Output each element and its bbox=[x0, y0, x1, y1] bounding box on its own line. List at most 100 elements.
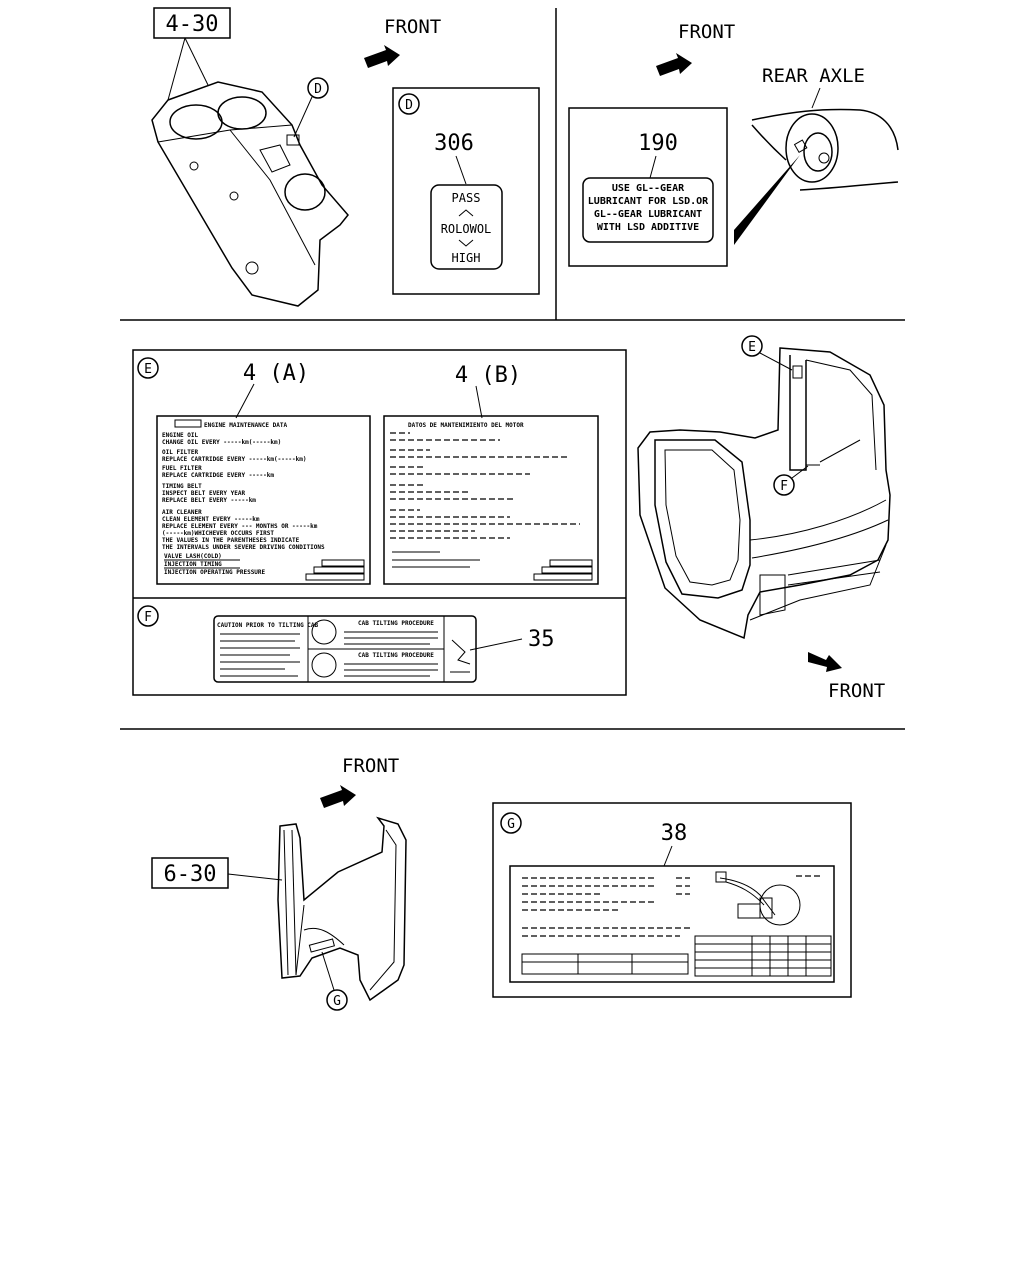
panel-cab-pillar: FRONT 6-30 G G 38 bbox=[151, 755, 852, 1011]
svg-text:CAB TILTING PROCEDURE: CAB TILTING PROCEDURE bbox=[358, 652, 434, 659]
leader-306 bbox=[455, 155, 467, 185]
svg-text:INJECTION OPERATING PRESSURE: INJECTION OPERATING PRESSURE bbox=[164, 569, 266, 576]
cab-callout-e: E bbox=[748, 340, 756, 355]
switch-decal bbox=[430, 184, 503, 270]
svg-text:REPLACE ELEMENT EVERY --- MONT: REPLACE ELEMENT EVERY --- MONTHS OR ----… bbox=[162, 523, 318, 530]
detail-callout-f: F bbox=[144, 610, 152, 625]
part-ref-4-30: 4-30 bbox=[166, 12, 219, 37]
front-arrow-1 bbox=[364, 45, 400, 68]
switch-bore-left bbox=[169, 104, 223, 140]
g-label-decal bbox=[509, 865, 835, 983]
leader-rear-axle bbox=[811, 87, 821, 109]
front-label-3: FRONT bbox=[828, 680, 885, 702]
detail-box-ef bbox=[132, 349, 627, 696]
gear-oil-line-4: WITH LSD ADDITIVE bbox=[597, 222, 699, 233]
svg-text:OIL FILTER: OIL FILTER bbox=[162, 449, 199, 456]
panel-rear-axle: FRONT REAR AXLE 190 USE GL--GEAR LUBRICA… bbox=[568, 21, 899, 267]
leader-4-30b bbox=[184, 37, 209, 86]
svg-text:(-----km)WHICHEVER OCCURS FIRS: (-----km)WHICHEVER OCCURS FIRST bbox=[162, 530, 274, 537]
leader-38 bbox=[663, 845, 673, 867]
axle-housing-upper bbox=[751, 108, 899, 151]
svg-text:THE VALUES IN THE PARENTHESES: THE VALUES IN THE PARENTHESES INDICATE bbox=[162, 537, 300, 544]
pillar-label-spot-g bbox=[308, 938, 335, 953]
part-35: 35 bbox=[528, 627, 555, 652]
gear-oil-decal bbox=[582, 177, 714, 243]
axle-pointer bbox=[734, 155, 800, 245]
detail-callout-g: G bbox=[507, 817, 515, 832]
gear-oil-line-2: LUBRICANT FOR LSD.OR bbox=[588, 196, 709, 207]
svg-text:VALVE LASH(COLD): VALVE LASH(COLD) bbox=[164, 553, 222, 560]
panel-combination-switch: 4-30 FRONT D D 306 PASS ROLOWOL HIGH bbox=[151, 7, 540, 307]
decal-pass: PASS bbox=[452, 191, 481, 205]
switch-knob bbox=[284, 173, 326, 211]
axle-plug bbox=[818, 152, 830, 164]
cab-label-spot-e bbox=[792, 365, 803, 379]
svg-text:CAB TILTING PROCEDURE: CAB TILTING PROCEDURE bbox=[358, 620, 434, 627]
maintenance-label-spanish: DATOS DE MANTENIMIENTO DEL MOTOR bbox=[383, 415, 599, 585]
part-190: 190 bbox=[638, 131, 678, 156]
axle-hub-inner bbox=[803, 132, 833, 172]
svg-text:REPLACE BELT EVERY -----km: REPLACE BELT EVERY -----km bbox=[162, 497, 256, 504]
leader-4-30a bbox=[167, 37, 186, 101]
cab-callout-circle-e bbox=[741, 335, 763, 357]
part-38: 38 bbox=[661, 821, 688, 846]
gear-oil-line-3: GL--GEAR LUBRICANT bbox=[594, 209, 702, 220]
part-306: 306 bbox=[434, 131, 474, 156]
switch-label-spot-d bbox=[286, 134, 300, 146]
front-arrow-3 bbox=[808, 652, 842, 672]
leader-cab-e bbox=[759, 352, 793, 371]
leader-190 bbox=[649, 155, 657, 179]
front-label-1: FRONT bbox=[384, 16, 441, 38]
front-arrow-2 bbox=[656, 53, 692, 76]
leader-g bbox=[321, 951, 335, 991]
part-4b: 4 (B) bbox=[455, 363, 521, 388]
detail-callout-circle-f bbox=[137, 605, 159, 627]
switch-hole-2 bbox=[229, 191, 239, 201]
cab-callout-f: F bbox=[780, 479, 788, 494]
callout-g: G bbox=[333, 994, 341, 1009]
svg-text:CAUTION PRIOR TO TILTING CAB: CAUTION PRIOR TO TILTING CAB bbox=[217, 622, 319, 629]
switch-clip bbox=[259, 144, 291, 173]
leader-cab-f bbox=[791, 465, 809, 479]
maintenance-label-english: ENGINE MAINTENANCE DATA ENGINE OIL CHANG… bbox=[156, 415, 371, 585]
axle-housing-lower bbox=[799, 181, 899, 191]
svg-text:CLEAN ELEMENT EVERY -----km: CLEAN ELEMENT EVERY -----km bbox=[162, 516, 260, 523]
leader-d bbox=[293, 96, 313, 138]
svg-text:REPLACE CARTRIDGE EVERY -----k: REPLACE CARTRIDGE EVERY -----km(-----km) bbox=[162, 456, 307, 463]
decal-arrow-down bbox=[458, 239, 474, 247]
decal-high: HIGH bbox=[452, 251, 481, 265]
rear-axle-label: REAR AXLE bbox=[762, 65, 865, 87]
switch-bore-right bbox=[217, 96, 267, 130]
decal-arrow-up bbox=[458, 209, 474, 217]
detail-box-g bbox=[492, 802, 852, 998]
part-ref-6-30: 6-30 bbox=[164, 862, 217, 887]
detail-box-d bbox=[392, 87, 540, 295]
detail-callout-circle-e bbox=[137, 357, 159, 379]
part-ref-box-6-30 bbox=[151, 857, 229, 889]
pillar-panel bbox=[277, 816, 407, 1002]
svg-text:FUEL FILTER: FUEL FILTER bbox=[162, 465, 202, 472]
switch-hole-3 bbox=[245, 261, 259, 275]
detail-callout-e: E bbox=[144, 362, 152, 377]
callout-d: D bbox=[314, 82, 322, 97]
cab-illustration bbox=[637, 347, 891, 640]
svg-text:ENGINE OIL: ENGINE OIL bbox=[162, 432, 199, 439]
axle-hub-outer bbox=[785, 113, 839, 183]
svg-text:INSPECT BELT EVERY YEAR: INSPECT BELT EVERY YEAR bbox=[162, 490, 245, 497]
svg-text:INJECTION TIMING: INJECTION TIMING bbox=[164, 561, 222, 568]
svg-text:TIMING BELT: TIMING BELT bbox=[162, 483, 202, 490]
svg-text:DATOS DE MANTENIMIENTO DEL MOT: DATOS DE MANTENIMIENTO DEL MOTOR bbox=[408, 422, 524, 429]
leader-4a bbox=[235, 383, 255, 419]
front-arrow-4 bbox=[320, 785, 356, 808]
detail-box-190 bbox=[568, 107, 728, 267]
front-label-4: FRONT bbox=[342, 755, 399, 777]
svg-text:REPLACE CARTRIDGE EVERY -----k: REPLACE CARTRIDGE EVERY -----km bbox=[162, 472, 274, 479]
svg-text:ENGINE MAINTENANCE DATA: ENGINE MAINTENANCE DATA bbox=[204, 422, 287, 429]
leader-4b bbox=[475, 385, 483, 419]
gear-oil-line-1: USE GL--GEAR bbox=[612, 183, 685, 194]
svg-text:THE INTERVALS UNDER SEVERE DRI: THE INTERVALS UNDER SEVERE DRIVING CONDI… bbox=[162, 544, 325, 551]
decal-middle: ROLOWOL bbox=[441, 222, 492, 236]
detail-callout-circle-d bbox=[398, 93, 420, 115]
detail-callout-circle-g bbox=[500, 812, 522, 834]
